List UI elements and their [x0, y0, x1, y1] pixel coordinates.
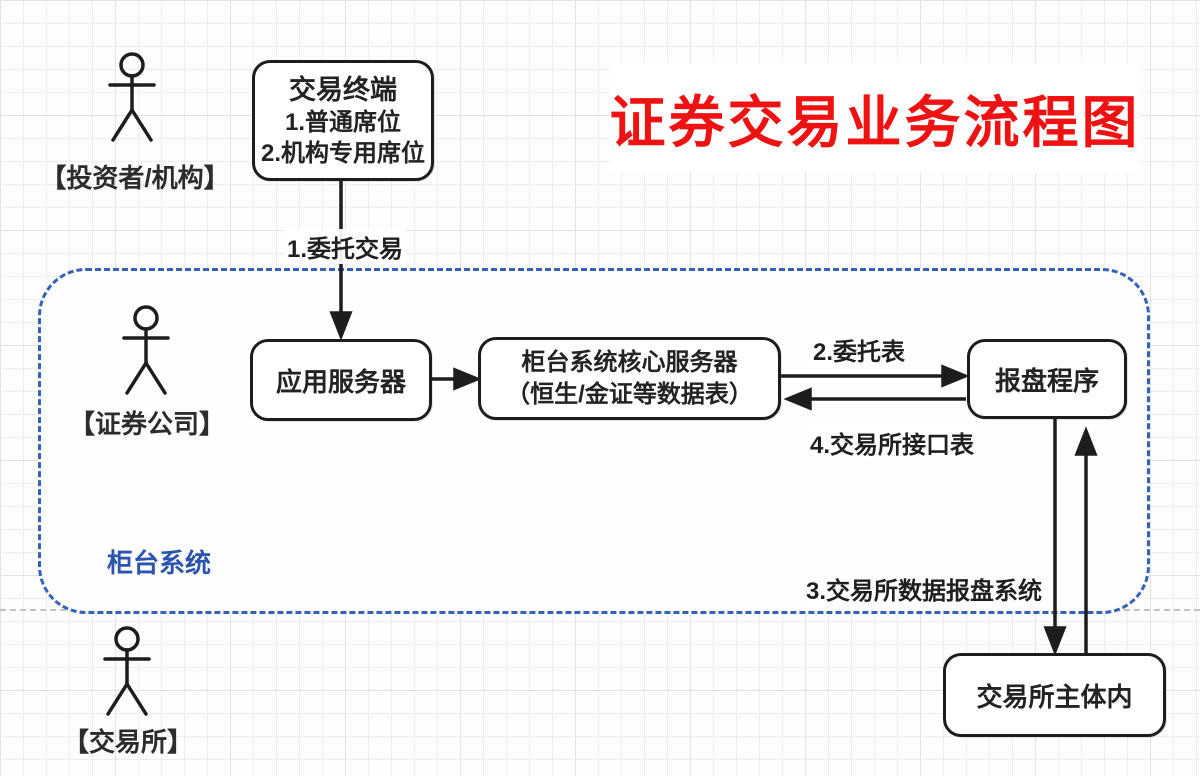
arrowhead-quote-to-exchangebody: [1043, 626, 1067, 656]
node-core-server: 柜台系统核心服务器 （恒生/金证等数据表）: [478, 337, 781, 420]
node-exchange-body-label: 交易所主体内: [976, 681, 1133, 712]
exchange-actor-label: 【交易所】: [62, 727, 193, 757]
edge-label-entrust-trade: 1.委托交易: [284, 229, 407, 264]
node-core-server-line1: 柜台系统核心服务器: [521, 348, 738, 376]
node-app-server: 应用服务器: [250, 339, 432, 421]
node-trading-terminal: 交易终端 1.普通席位 2.机构专用席位: [252, 60, 434, 181]
counter-system-zone-label: 柜台系统: [107, 548, 212, 578]
edge-label-exchange-interface-table: 4.交易所接口表: [807, 425, 978, 460]
exchange-actor-icon: [103, 626, 151, 716]
broker-actor-label: 【证券公司】: [68, 409, 225, 439]
node-app-server-label: 应用服务器: [275, 366, 406, 397]
title-panel: 证券交易业务流程图: [610, 63, 1140, 173]
page-title: 证券交易业务流程图: [609, 92, 1141, 155]
broker-actor-icon: [122, 305, 170, 395]
investor-actor-icon: [108, 52, 156, 142]
edge-label-entrust-table: 2.委托表: [810, 332, 909, 367]
edge-label-exchange-data-system: 3.交易所数据报盘系统: [803, 571, 1046, 606]
node-quote-program: 报盘程序: [967, 339, 1127, 419]
node-core-server-line2: （恒生/金证等数据表）: [506, 380, 753, 408]
investor-actor-label: 【投资者/机构】: [40, 163, 230, 193]
node-trading-terminal-title: 交易终端: [289, 74, 397, 105]
node-trading-terminal-item1: 1.普通席位: [284, 108, 401, 136]
node-trading-terminal-item2: 2.机构专用席位: [260, 139, 425, 167]
node-quote-program-label: 报盘程序: [994, 365, 1099, 396]
node-exchange-body: 交易所主体内: [943, 653, 1166, 737]
